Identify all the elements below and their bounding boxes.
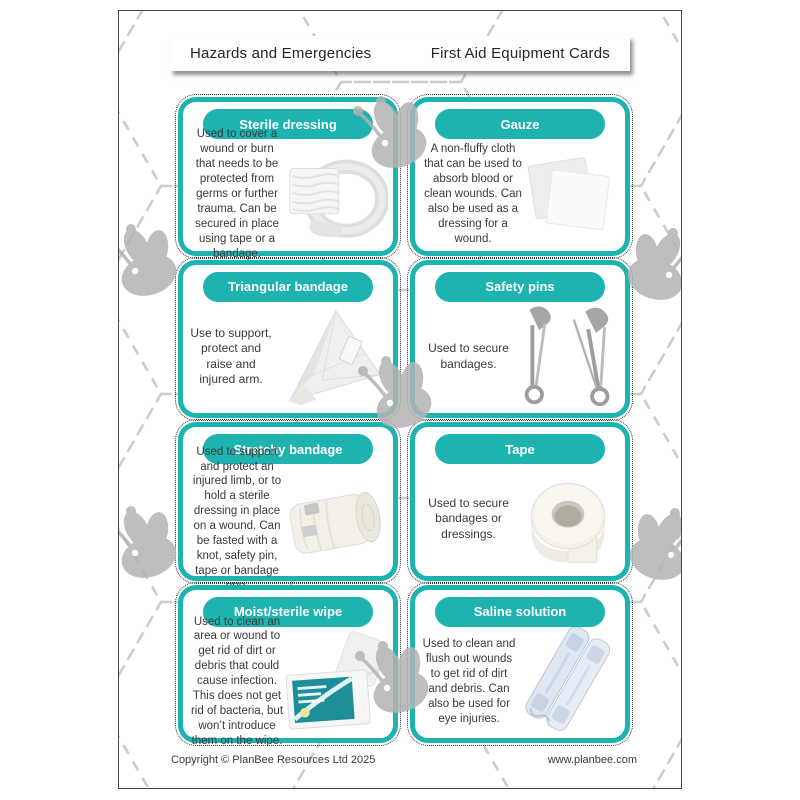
card-title-pill: Safety pins xyxy=(435,271,605,302)
bee-icon xyxy=(623,226,681,303)
copyright-text: Copyright © PlanBee Resources Ltd 2025 xyxy=(171,754,376,766)
card-title: Tape xyxy=(505,441,535,457)
triangular-bandage-photo xyxy=(272,305,388,409)
card-safety-pins: Safety pins Used to secure bandages. xyxy=(407,256,633,421)
card-description: Used to clean and flush out wounds to ge… xyxy=(422,637,516,725)
bee-icon xyxy=(625,506,681,583)
card-description: Used to clean an area or wound to get ri… xyxy=(190,615,284,748)
card-description: Used to secure bandages or dressings. xyxy=(428,495,509,542)
footer: Copyright © PlanBee Resources Ltd 2025 w… xyxy=(171,754,637,766)
header-right-title: First Aid Equipment Cards xyxy=(430,45,610,62)
website-text: www.planbee.com xyxy=(547,754,637,766)
bee-icon xyxy=(119,222,181,299)
card-sterile-dressing: Sterile dressing Used to cover a wound o… xyxy=(175,94,401,260)
saline-solution-photo xyxy=(516,626,620,737)
card-stretchy-bandage: Stretchy bandage Used to support and pro… xyxy=(175,419,401,592)
card-saline-solution: Saline solution Used to clean and flush … xyxy=(407,581,633,746)
bee-icon xyxy=(119,504,181,581)
card-description: A non-fluffy cloth that can be used to a… xyxy=(424,142,522,245)
card-gauze: Gauze A non-fluffy cloth that can be use… xyxy=(407,94,633,259)
gauze-photo xyxy=(524,148,620,240)
moist-sterile-wipe-photo xyxy=(284,630,388,734)
stretchy-bandage-photo xyxy=(284,471,388,567)
tape-photo xyxy=(515,468,620,570)
card-title: Triangular bandage xyxy=(228,279,348,294)
card-description: Use to support, protect and raise and in… xyxy=(190,325,272,387)
card-description: Used to secure bandages. xyxy=(428,341,509,371)
worksheet-page: Hazards and Emergencies First Aid Equipm… xyxy=(118,10,682,789)
cards-grid: Sterile dressing Used to cover a wound o… xyxy=(175,94,633,747)
card-title: Gauze xyxy=(500,116,540,132)
card-title-pill: Saline solution xyxy=(435,596,605,627)
sterile-dressing-photo xyxy=(284,144,388,244)
card-title: Safety pins xyxy=(485,279,555,294)
card-tape: Tape Used to secure bandages or dressing… xyxy=(407,419,633,584)
card-description: Used to cover a wound or burn that needs… xyxy=(195,128,279,260)
card-title-pill: Tape xyxy=(435,434,605,464)
card-title: Saline solution xyxy=(473,604,567,619)
card-triangular-bandage: Triangular bandage Use to support, prote… xyxy=(175,256,401,421)
card-description: Used to support and protect an injured l… xyxy=(192,445,282,592)
card-title-pill: Triangular bandage xyxy=(203,271,373,302)
card-moist-sterile-wipe: Moist/sterile wipe Used to clean an area… xyxy=(175,581,401,747)
card-title-pill: Gauze xyxy=(435,109,605,139)
safety-pins-photo xyxy=(515,302,620,412)
header-left-title: Hazards and Emergencies xyxy=(190,45,372,62)
header-bar: Hazards and Emergencies First Aid Equipm… xyxy=(170,36,630,71)
